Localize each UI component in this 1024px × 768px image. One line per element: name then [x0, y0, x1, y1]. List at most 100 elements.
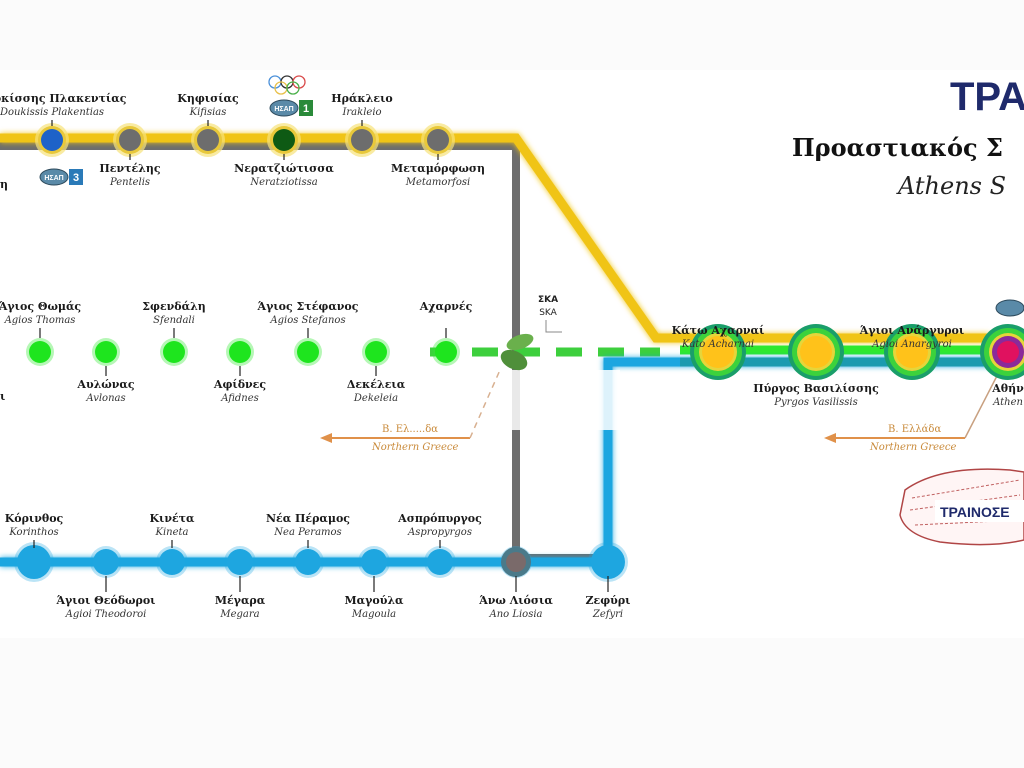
direction-english: Northern Greece	[869, 442, 957, 453]
station-name-english: Agios Stefanos	[269, 315, 345, 326]
station-marker[interactable]	[41, 129, 63, 151]
station-name-greek: Αφίδνες	[213, 378, 266, 391]
station-marker[interactable]	[93, 549, 119, 575]
station-marker[interactable]	[295, 549, 321, 575]
station-name-english: Irakleio	[341, 107, 381, 118]
ska-english: SKA	[539, 308, 557, 318]
station-αχαρνές[interactable]: Αχαρνές	[419, 300, 473, 366]
station-name-greek: Νερατζιώτισσα	[234, 162, 334, 175]
station-name-greek: Δεκέλεια	[347, 378, 406, 391]
station-marker[interactable]	[229, 341, 251, 363]
station-name-greek: Άγιος Θωμάς	[0, 300, 81, 313]
station-name-english: Kineta	[154, 527, 188, 538]
title-greek: Προαστιακός Σ	[792, 133, 1003, 162]
station-name-english: Pyrgos Vasilissis	[773, 397, 857, 408]
station-marker[interactable]	[273, 129, 295, 151]
station-name-english: Megara	[219, 609, 259, 620]
station-marker[interactable]	[297, 341, 319, 363]
station-name-english: Athen	[992, 397, 1023, 408]
station-marker[interactable]	[702, 336, 734, 368]
station-marker[interactable]	[506, 552, 526, 572]
station-name-english: Kifisias	[189, 107, 227, 118]
station-marker[interactable]	[95, 341, 117, 363]
station-name-greek: Κόρινθος	[5, 512, 64, 525]
station-name-greek: Ηράκλειο	[331, 92, 392, 105]
station-marker[interactable]	[800, 336, 832, 368]
station-marker[interactable]	[159, 549, 185, 575]
station-marker[interactable]	[435, 341, 457, 363]
metro-line-badge	[69, 169, 83, 185]
station-name-english: Zefyri	[592, 609, 623, 620]
station-name-english: Afidnes	[220, 393, 259, 404]
station-name-english: Avlonas	[85, 393, 125, 404]
station-name-english: Ano Liosia	[488, 609, 542, 620]
station-marker[interactable]	[591, 545, 625, 579]
map-canvas: Β. Ελ.....δα Northern Greece Β. Ελλάδα N…	[0, 75, 1024, 620]
station-name-greek: Σφενδάλη	[142, 300, 206, 313]
suburban-railway-map: Β. Ελ.....δα Northern Greece Β. Ελλάδα N…	[0, 70, 1024, 638]
station-name-greek: Αχαρνές	[419, 300, 473, 313]
direction-greek: Β. Ελλάδα	[888, 424, 941, 435]
station-name-greek: Μέγαρα	[215, 594, 266, 607]
station-name-english: Magoula	[351, 609, 396, 620]
station-name-english: Sfendali	[153, 315, 195, 326]
station-name-greek: Πεντέλης	[99, 162, 161, 175]
station-marker[interactable]	[227, 549, 253, 575]
metro-logo-icon	[269, 99, 299, 117]
station-name-english: Aspropyrgos	[407, 527, 472, 538]
station-name-greek-cut: η	[0, 178, 8, 191]
station-marker[interactable]	[119, 129, 141, 151]
station-marker[interactable]	[361, 549, 387, 575]
station-marker[interactable]	[29, 341, 51, 363]
station-name-greek: Ασπρόπυργος	[397, 512, 482, 525]
station-name-english: Agios Thomas	[4, 315, 76, 326]
station-name-english: Neratziotissa	[249, 177, 317, 188]
station-name-greek: Αθήν	[991, 382, 1024, 395]
station-marker[interactable]	[17, 545, 51, 579]
station-marker[interactable]	[427, 549, 453, 575]
station-name-greek: Κηφισίας	[177, 92, 239, 105]
direction-english: Northern Greece	[371, 442, 459, 453]
station-marker[interactable]	[163, 341, 185, 363]
svg-text:ΗΣΑΠ: ΗΣΑΠ	[274, 106, 293, 113]
direction-northern-greece-right: Β. Ελλάδα Northern Greece	[824, 369, 1001, 453]
station-name-english: Doukissis Plakentias	[0, 107, 104, 118]
station-name-greek: Άγιοι Ανάργυροι	[859, 324, 964, 337]
station-marker[interactable]	[197, 129, 219, 151]
station-marker[interactable]	[351, 129, 373, 151]
station-marker[interactable]	[896, 336, 928, 368]
station-name-english: Metamorfosi	[405, 177, 470, 188]
direction-northern-greece-left: Β. Ελ.....δα Northern Greece	[320, 369, 501, 453]
map-title: ΤΡΑ Προαστιακός Σ Athens S	[792, 75, 1024, 200]
metro-logo-icon	[39, 168, 69, 186]
station-marker[interactable]	[427, 129, 449, 151]
ska-greek: ΣΚΑ	[538, 295, 558, 305]
station-marker[interactable]	[365, 341, 387, 363]
station-name-greek: Πύργος Βασιλίσσης	[753, 382, 879, 395]
